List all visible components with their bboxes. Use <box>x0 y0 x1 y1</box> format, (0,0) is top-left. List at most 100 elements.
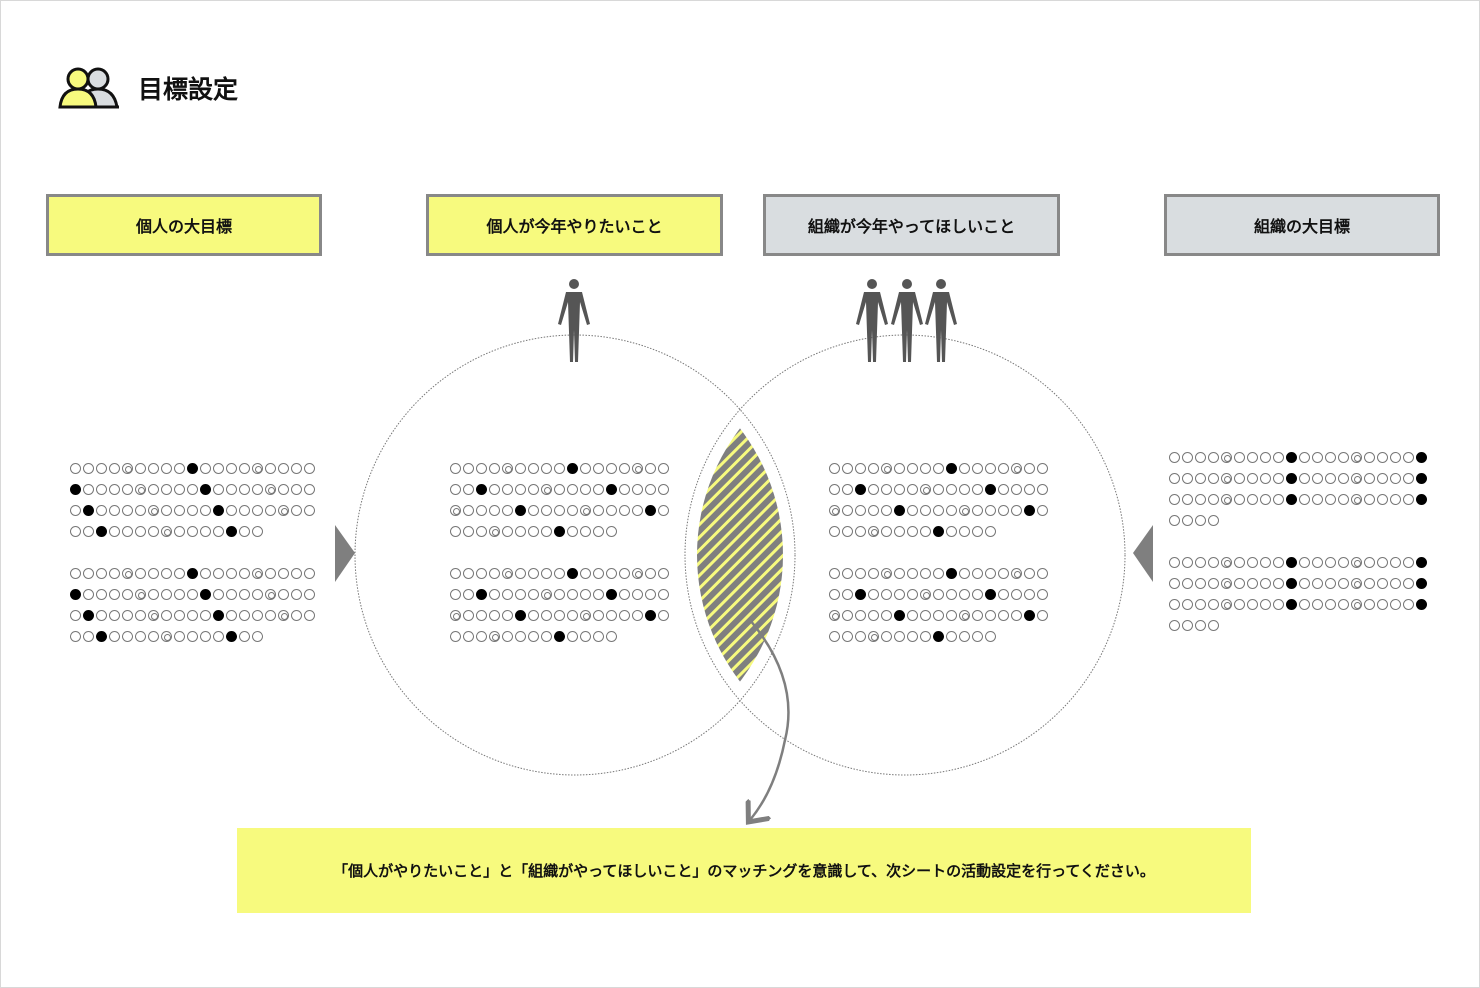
glyph-dot <box>1169 599 1180 610</box>
glyph-dot <box>135 463 146 474</box>
glyph-dot <box>148 484 159 495</box>
glyph-dot <box>239 484 250 495</box>
glyph-dot <box>161 631 172 642</box>
glyph-dot <box>632 505 643 516</box>
glyph-dot <box>619 484 630 495</box>
glyph-dot <box>972 610 983 621</box>
glyph-dot <box>829 526 840 537</box>
glyph-dot <box>502 610 513 621</box>
glyph-dot <box>985 589 996 600</box>
glyph-dot <box>1325 473 1336 484</box>
glyph-dot <box>109 631 120 642</box>
glyph-dot <box>187 568 198 579</box>
personal-want-box: 個人が今年やりたいこと <box>426 194 723 256</box>
glyph-dot <box>1377 494 1388 505</box>
glyph-dot <box>619 568 630 579</box>
glyph-dot <box>554 526 565 537</box>
glyph-dot <box>632 568 643 579</box>
glyph-dot <box>933 631 944 642</box>
glyph-dot <box>109 484 120 495</box>
glyph-dot <box>1195 473 1206 484</box>
glyph-dot <box>933 526 944 537</box>
glyph-dot <box>1273 557 1284 568</box>
glyph-dot <box>1273 599 1284 610</box>
glyph-dot <box>1416 557 1427 568</box>
glyph-dot <box>515 610 526 621</box>
glyph-dot <box>1024 568 1035 579</box>
glyph-dot <box>1260 494 1271 505</box>
glyph-dot <box>1221 557 1232 568</box>
glyph-dot <box>894 631 905 642</box>
glyph-dot <box>907 631 918 642</box>
glyph-dot <box>1195 578 1206 589</box>
glyph-dot <box>122 463 133 474</box>
glyph-dot <box>96 568 107 579</box>
glyph-dot <box>567 568 578 579</box>
glyph-dot <box>632 589 643 600</box>
personal-goal-box: 個人の大目標 <box>46 194 322 256</box>
glyph-dot <box>213 568 224 579</box>
glyph-dot <box>1338 452 1349 463</box>
glyph-dot <box>632 610 643 621</box>
glyph-dot <box>1377 473 1388 484</box>
glyph-dot <box>148 505 159 516</box>
text-line <box>70 521 317 542</box>
glyph-dot <box>1390 557 1401 568</box>
glyph-dot <box>593 631 604 642</box>
glyph-dot <box>239 526 250 537</box>
glyph-dot <box>1351 473 1362 484</box>
glyph-dot <box>122 526 133 537</box>
glyph-dot <box>933 610 944 621</box>
glyph-dot <box>174 463 185 474</box>
glyph-dot <box>515 505 526 516</box>
glyph-dot <box>658 610 669 621</box>
glyph-dot <box>1011 484 1022 495</box>
glyph-dot <box>580 568 591 579</box>
people-icon <box>58 67 119 109</box>
person-icon <box>925 279 957 362</box>
glyph-dot <box>1182 473 1193 484</box>
glyph-dot <box>1234 578 1245 589</box>
glyph-dot <box>161 505 172 516</box>
glyph-dot <box>1338 557 1349 568</box>
glyph-dot <box>200 589 211 600</box>
glyph-dot <box>1273 578 1284 589</box>
glyph-dot <box>959 589 970 600</box>
glyph-dot <box>278 568 289 579</box>
glyph-dot <box>70 589 81 600</box>
glyph-dot <box>946 526 957 537</box>
glyph-dot <box>1169 494 1180 505</box>
glyph-dot <box>200 610 211 621</box>
glyph-dot <box>894 610 905 621</box>
glyph-dot <box>842 631 853 642</box>
glyph-dot <box>959 610 970 621</box>
glyph-dot <box>881 526 892 537</box>
glyph-dot <box>1416 599 1427 610</box>
glyph-dot <box>881 484 892 495</box>
glyph-dot <box>463 463 474 474</box>
glyph-dot <box>933 505 944 516</box>
glyph-dot <box>70 526 81 537</box>
glyph-dot <box>1390 578 1401 589</box>
glyph-dot <box>829 589 840 600</box>
glyph-dot <box>109 505 120 516</box>
glyph-dot <box>515 484 526 495</box>
glyph-dot <box>1364 557 1375 568</box>
glyph-dot <box>122 568 133 579</box>
glyph-dot <box>1403 452 1414 463</box>
text-line <box>829 479 1050 500</box>
glyph-dot <box>580 484 591 495</box>
text-line <box>1169 447 1429 468</box>
glyph-dot <box>920 505 931 516</box>
glyph-dot <box>83 463 94 474</box>
glyph-dot <box>1182 620 1193 631</box>
glyph-dot <box>1024 484 1035 495</box>
glyph-dot <box>187 484 198 495</box>
glyph-dot <box>489 463 500 474</box>
glyph-dot <box>829 505 840 516</box>
glyph-dot <box>109 589 120 600</box>
glyph-dot <box>1286 473 1297 484</box>
glyph-dot <box>265 589 276 600</box>
glyph-dot <box>122 610 133 621</box>
glyph-dot <box>1234 557 1245 568</box>
